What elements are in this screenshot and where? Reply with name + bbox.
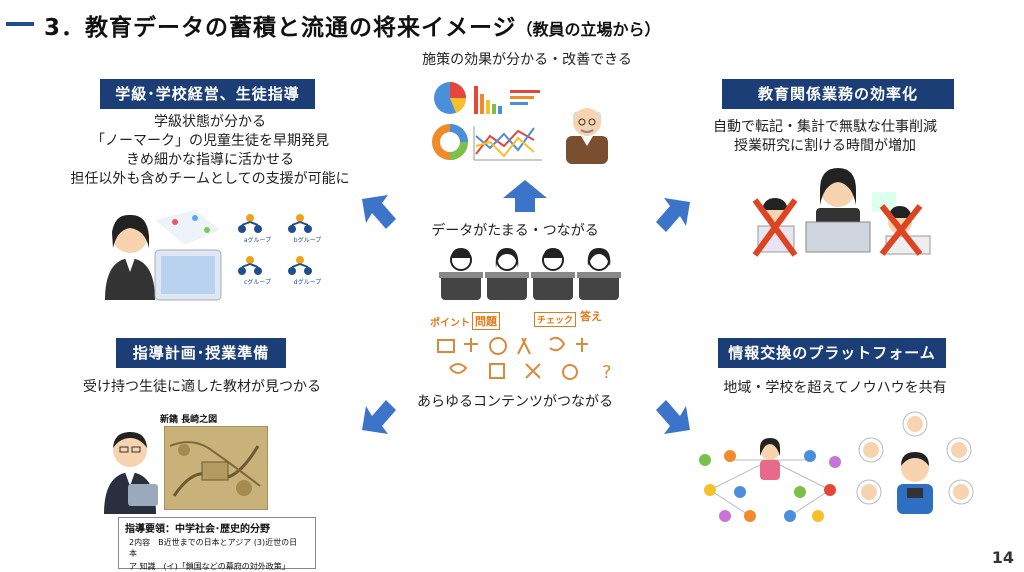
- work-efficiency-line-2: 授業研究に割ける時間が増加: [734, 138, 916, 154]
- question-icon-label: 問題: [472, 312, 500, 330]
- center-top-caption: 施策の効果が分かる・改善できる: [422, 52, 632, 68]
- class-management-line-3: きめ細かな指導に活かせる: [126, 152, 294, 168]
- section-label-class-management: 学級･学校経営、生徒指導: [100, 79, 315, 109]
- answer-icon-label: 答え: [580, 310, 602, 323]
- svg-text:?: ?: [602, 362, 612, 383]
- center-bottom-caption: あらゆるコンテンツがつながる: [417, 394, 613, 410]
- info-platform-line-1: 地域・学校を超えてノウハウを共有: [723, 380, 947, 396]
- arrow-up-left: [362, 195, 398, 231]
- group-c: cグループ: [235, 255, 280, 286]
- curriculum-guide-box: 指導要領：中学社会･歴史的分野 2内容 B近世までの日本とアジア (3)近世の日…: [118, 517, 316, 571]
- class-management-line-1: 学級状態が分かる: [154, 114, 266, 130]
- guide-line-2: 2内容 B近世までの日本とアジア (3)近世の日本: [129, 538, 298, 558]
- title-accent-bar: [6, 22, 34, 26]
- arrow-up-right: [654, 198, 690, 234]
- sharing-people-illustration: [855, 410, 975, 520]
- arrow-up: [503, 180, 547, 212]
- arrow-down-right: [654, 398, 690, 434]
- class-management-line-2: 「ノーマーク」の児童生徒を早期発見: [91, 133, 329, 149]
- page-number: 14: [991, 548, 1014, 567]
- group-c-label: cグループ: [244, 279, 271, 286]
- section-label-info-platform: 情報交換のプラットフォーム: [718, 338, 946, 368]
- teacher-tablet-illustration: [95, 200, 225, 305]
- content-doodles-icon: ?: [437, 336, 612, 383]
- group-b: bグループ: [285, 213, 330, 244]
- teacher-male-illustration: [100, 418, 160, 514]
- center-middle-caption: データがたまる・つながる: [431, 223, 599, 239]
- guide-line-1: 指導要領：中学社会･歴史的分野: [125, 524, 270, 535]
- principal-illustration: [560, 100, 614, 164]
- group-a-label: aグループ: [243, 237, 272, 244]
- arrow-down-left: [362, 398, 398, 434]
- work-efficiency-line-1: 自動で転記・集計で無駄な仕事削減: [713, 119, 937, 135]
- section-label-lesson-planning: 指導計画･授業準備: [116, 338, 286, 368]
- page-title: 3．教育データの蓄積と流通の将来イメージ（教員の立場から）: [44, 15, 661, 41]
- guide-line-3: ア 知識 (イ)「鎖国などの幕府の対外政策」: [129, 562, 290, 571]
- student-groups: aグループ bグループ cグループ dグループ: [235, 213, 330, 293]
- check-icon-label: チェック: [534, 312, 577, 327]
- class-management-line-4: 担任以外も含めチームとしての支援が可能に: [70, 171, 350, 187]
- point-icon-label: ポイント: [430, 318, 470, 329]
- map-title: 新鐫 長崎之図: [160, 415, 218, 425]
- group-d-label: dグループ: [293, 279, 322, 286]
- group-b-label: bグループ: [293, 237, 322, 244]
- group-a: aグループ: [235, 213, 280, 244]
- students-row-illustration: [438, 244, 622, 302]
- content-icons-cluster: ポイント 問題 チェック 答え ?: [430, 306, 620, 388]
- office-work-illustration: [740, 160, 940, 260]
- lesson-planning-line-1: 受け持つ生徒に適した教材が見つかる: [83, 379, 321, 395]
- network-people-illustration: [690, 430, 850, 526]
- group-d: dグループ: [285, 255, 330, 286]
- page-subtitle: （教員の立場から）: [516, 20, 661, 39]
- charts-illustration: [430, 76, 550, 166]
- section-label-work-efficiency: 教育関係業務の効率化: [722, 79, 954, 109]
- nagasaki-map-image: [164, 426, 268, 510]
